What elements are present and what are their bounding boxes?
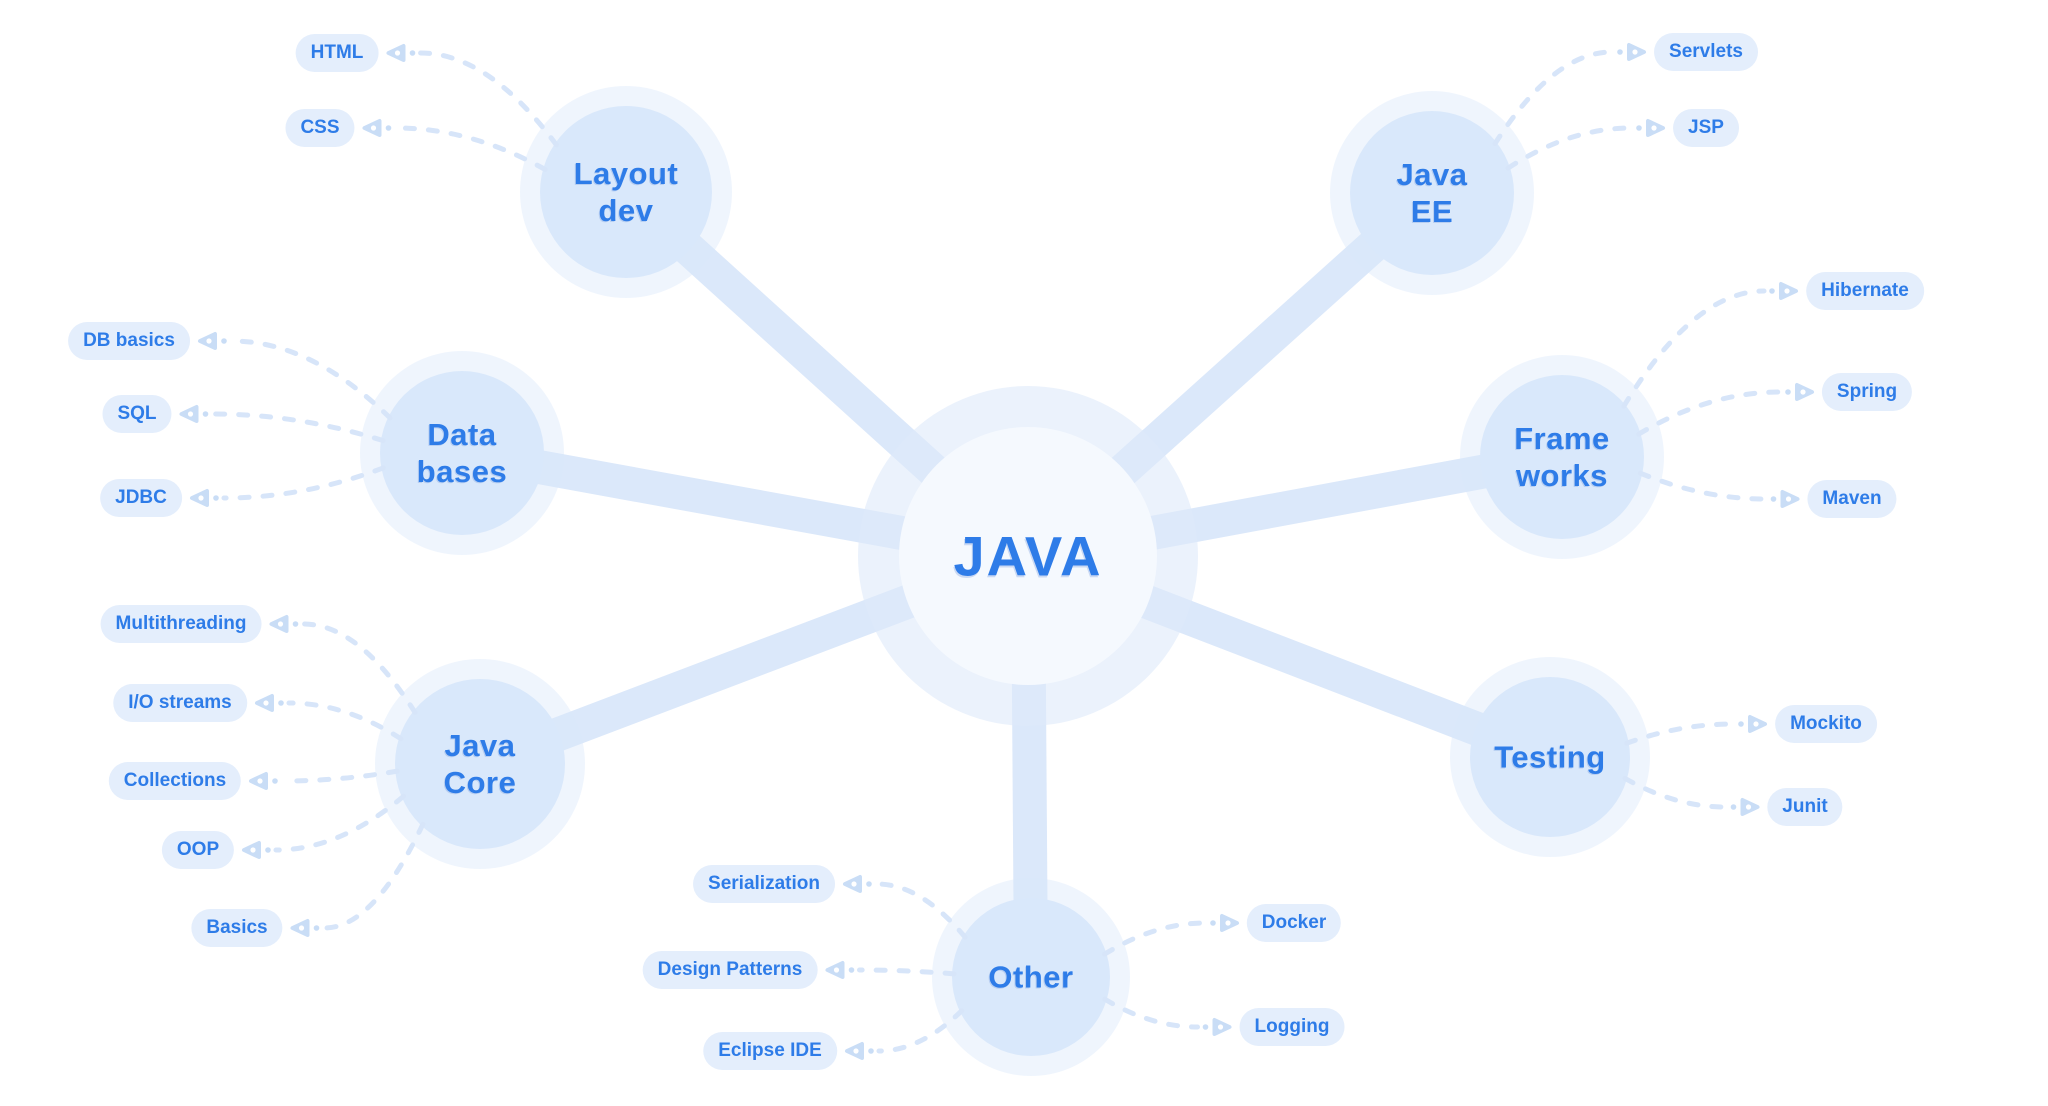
leaf-node-multithreading[interactable]: Multithreading xyxy=(100,605,262,643)
edge-java-core xyxy=(322,821,426,931)
branch-circle-java-ee[interactable] xyxy=(1350,111,1514,275)
arrowhead-icon xyxy=(845,1042,874,1060)
branch-label-line: Java xyxy=(1396,157,1468,192)
arrowhead-icon xyxy=(255,694,284,712)
edge-layout-dev xyxy=(394,125,548,172)
branch-circle-databases[interactable] xyxy=(380,371,544,535)
leaf-node-spring[interactable]: Spring xyxy=(1821,373,1913,411)
branch-circle-java-core[interactable] xyxy=(395,679,565,849)
arrowhead-icon xyxy=(1738,715,1767,733)
edge-frameworks xyxy=(1636,389,1783,437)
leaf-node-collections[interactable]: Collections xyxy=(108,762,242,800)
leaf-node-eclipse-ide[interactable]: Eclipse IDE xyxy=(703,1032,837,1070)
leaf-node-docker[interactable]: Docker xyxy=(1246,904,1342,942)
branch-circle-testing[interactable] xyxy=(1470,677,1630,837)
leaf-node-css[interactable]: CSS xyxy=(285,109,355,147)
branch-label-line: Other xyxy=(988,959,1074,995)
leaf-node-oop[interactable]: OOP xyxy=(161,831,235,869)
edge-other xyxy=(874,881,968,940)
leaf-node-servlets[interactable]: Servlets xyxy=(1654,33,1758,71)
branch-label-line: Frame xyxy=(1514,421,1610,456)
leaf-node-db-basics[interactable]: DB basics xyxy=(68,322,190,360)
edge-databases xyxy=(229,338,393,421)
leaf-node-junit[interactable]: Junit xyxy=(1767,788,1843,826)
branch-label-line: dev xyxy=(598,193,654,228)
arrowhead-icon xyxy=(1617,43,1646,61)
leaf-node-maven[interactable]: Maven xyxy=(1807,480,1897,518)
arrowhead-icon xyxy=(1785,383,1814,401)
leaf-node-basics[interactable]: Basics xyxy=(191,909,283,947)
branch-label-line: EE xyxy=(1410,194,1454,229)
arrowhead-icon xyxy=(843,875,872,893)
edge-java-core xyxy=(273,793,407,853)
leaf-node-serialization[interactable]: Serialization xyxy=(693,865,835,903)
branch-label-other[interactable]: Other xyxy=(988,959,1073,996)
edge-testing xyxy=(1624,721,1736,746)
arrowhead-icon xyxy=(1636,119,1665,137)
arrowhead-icon xyxy=(1202,1018,1232,1036)
edge-other xyxy=(857,967,957,977)
edge-java-ee xyxy=(1492,49,1615,147)
leaf-node-mockito[interactable]: Mockito xyxy=(1775,705,1877,743)
edge-java-core xyxy=(301,621,418,715)
branch-label-line: works xyxy=(1515,458,1609,493)
edge-databases xyxy=(221,465,386,501)
arrowhead-icon xyxy=(179,405,209,423)
edge-testing xyxy=(1622,775,1728,810)
edge-layout-dev xyxy=(418,50,559,148)
branch-label-testing[interactable]: Testing xyxy=(1494,739,1605,776)
edge-other xyxy=(1102,996,1200,1030)
leaf-node-i-o-streams[interactable]: I/O streams xyxy=(113,684,247,722)
branch-label-line: Testing xyxy=(1494,739,1606,775)
edge-other xyxy=(876,1008,965,1054)
leaf-node-hibernate[interactable]: Hibernate xyxy=(1806,272,1924,310)
branch-label-line: bases xyxy=(416,454,508,489)
arrowhead-icon xyxy=(242,841,271,859)
edge-java-core xyxy=(280,768,400,784)
arrowhead-icon xyxy=(190,489,219,507)
edge-frameworks xyxy=(1637,470,1768,502)
leaf-node-html[interactable]: HTML xyxy=(295,34,379,72)
leaf-node-jsp[interactable]: JSP xyxy=(1673,109,1739,147)
center-node-java[interactable]: JAVA xyxy=(953,524,1103,588)
arrowhead-icon xyxy=(1770,490,1800,508)
edge-java-core xyxy=(286,700,404,742)
center-circle[interactable] xyxy=(899,427,1157,685)
branch-label-line: Core xyxy=(443,765,517,800)
leaf-node-sql[interactable]: SQL xyxy=(102,395,172,433)
arrowhead-icon xyxy=(1210,914,1239,932)
arrowhead-icon xyxy=(362,119,392,137)
branch-circle-other[interactable] xyxy=(952,898,1110,1056)
arrowhead-icon xyxy=(269,615,299,633)
branch-label-line: Layout xyxy=(573,156,679,191)
arrowhead-icon xyxy=(290,919,320,937)
branch-label-line: Java xyxy=(444,728,516,763)
edge-frameworks xyxy=(1621,288,1767,409)
edge-java-ee xyxy=(1505,125,1634,171)
arrowhead-icon xyxy=(1730,798,1760,816)
leaf-node-jdbc[interactable]: JDBC xyxy=(100,479,182,517)
edge-other xyxy=(1102,920,1208,957)
branch-circle-layout-dev[interactable] xyxy=(540,106,712,278)
arrowhead-icon xyxy=(825,961,855,979)
leaf-node-design-patterns[interactable]: Design Patterns xyxy=(642,951,818,989)
arrowhead-icon xyxy=(1769,282,1798,300)
branch-circle-frameworks[interactable] xyxy=(1480,375,1644,539)
arrowhead-icon xyxy=(386,44,416,62)
arrowhead-icon xyxy=(198,332,227,350)
edge-databases xyxy=(211,411,386,444)
branch-label-line: Data xyxy=(427,417,497,452)
arrowhead-icon xyxy=(249,772,278,790)
leaf-node-logging[interactable]: Logging xyxy=(1239,1008,1345,1046)
